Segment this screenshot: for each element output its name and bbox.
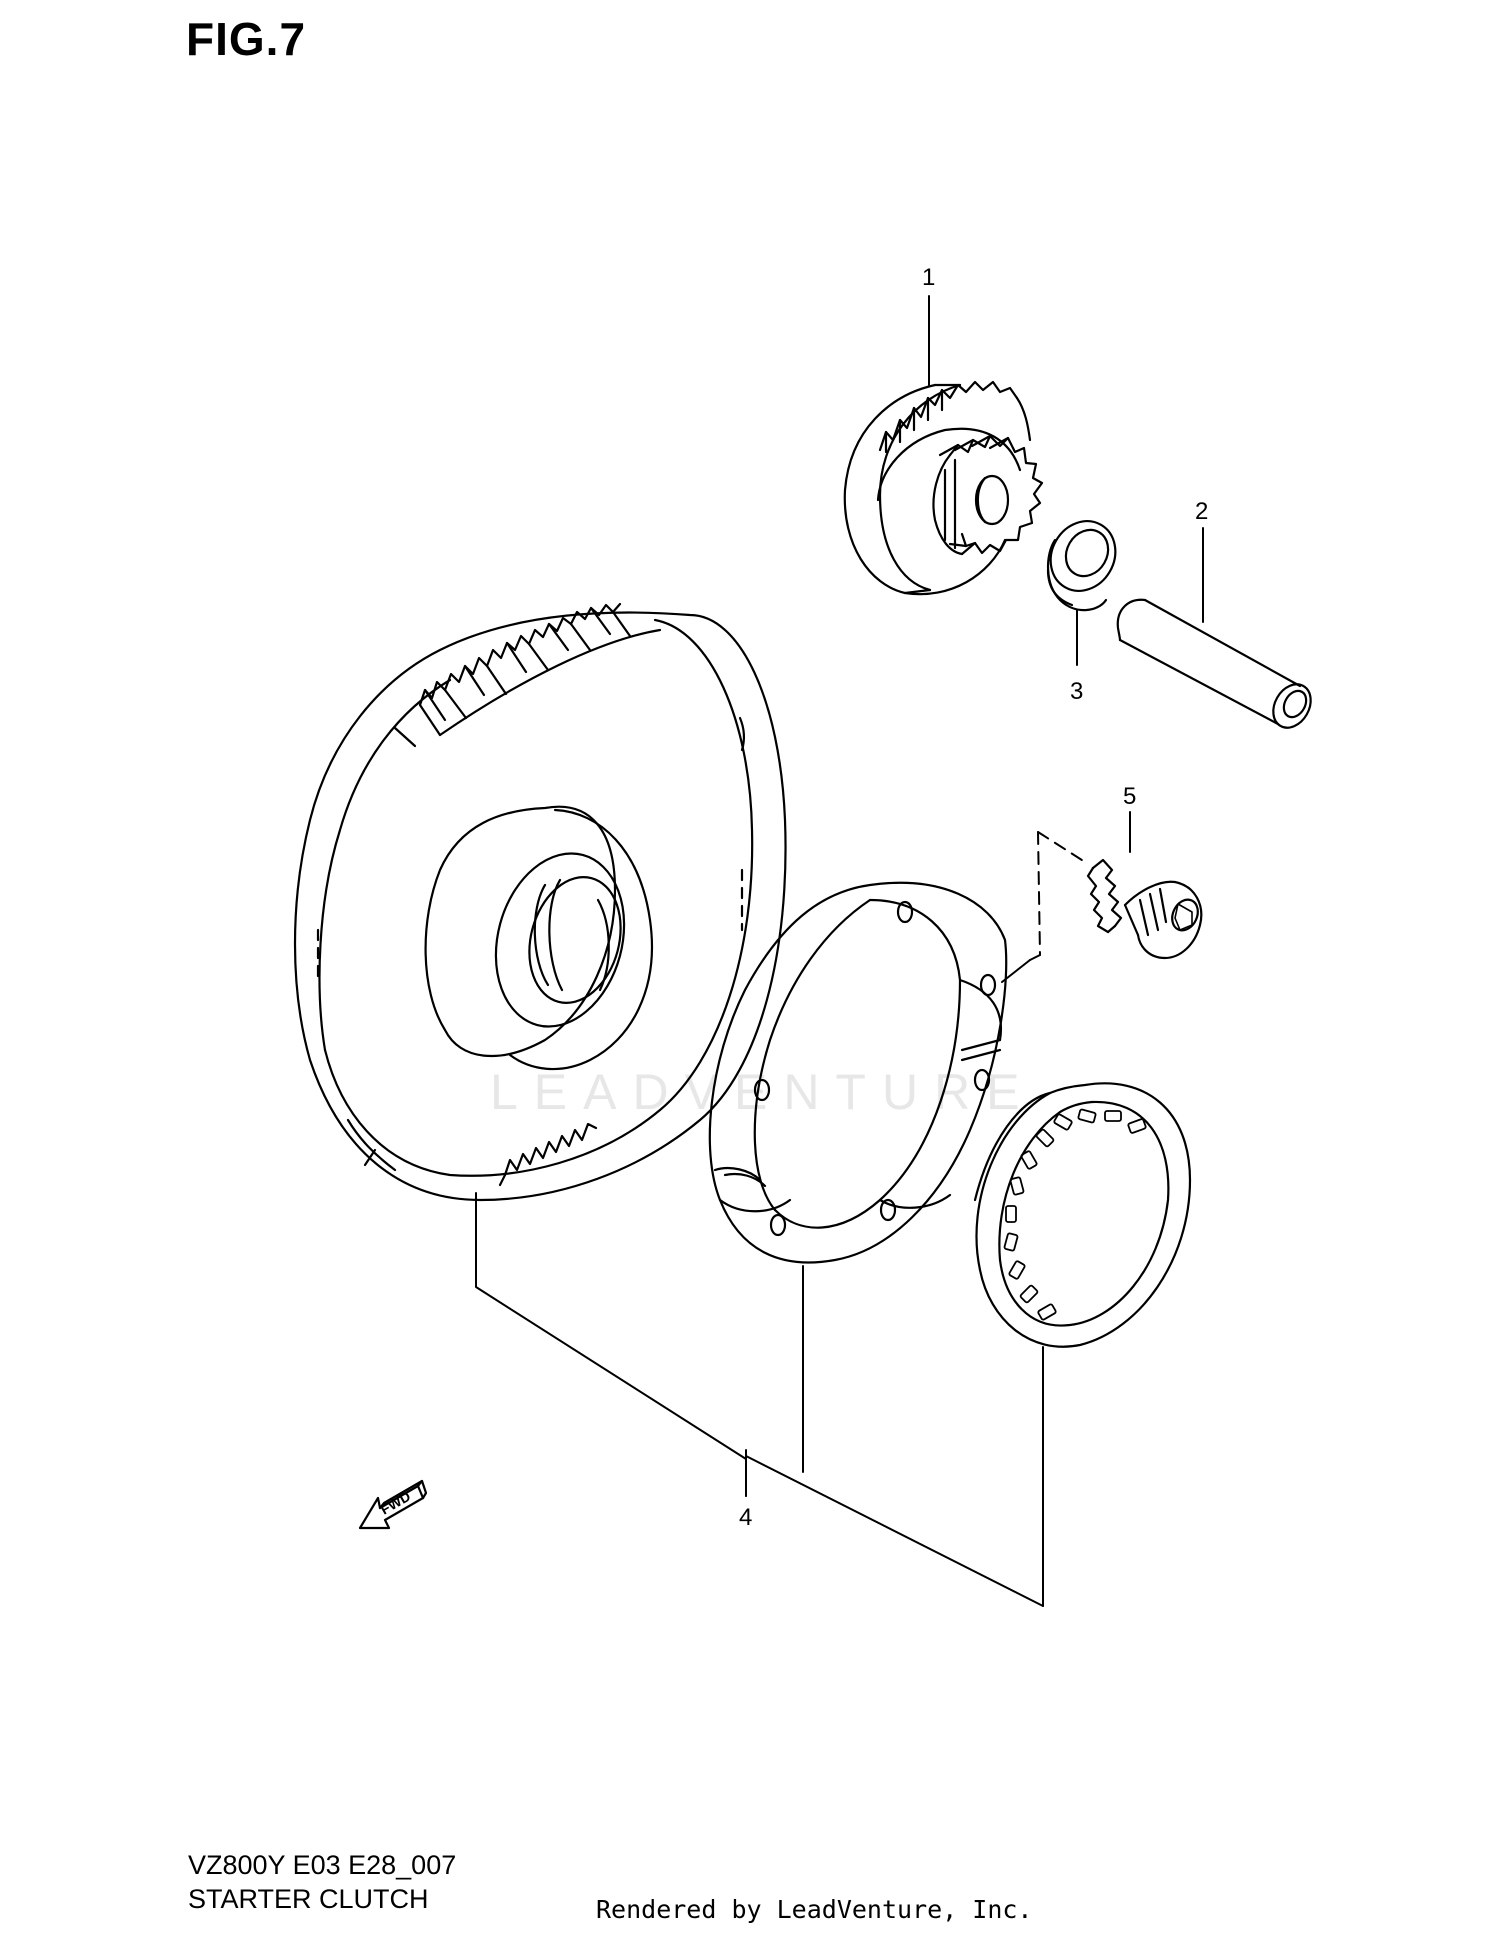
- callout-5: 5: [1123, 783, 1137, 810]
- part-4-starter-driven-gear[interactable]: [293, 602, 787, 1202]
- part-5-bolt[interactable]: [1086, 858, 1203, 960]
- assembly-name: STARTER CLUTCH: [188, 1884, 429, 1914]
- figure-title: FIG.7: [186, 13, 307, 65]
- callout-2: 2: [1195, 498, 1209, 525]
- fwd-arrow-icon: [358, 1479, 428, 1530]
- leader-lines: [475, 295, 1204, 1607]
- part-4-one-way-clutch[interactable]: [973, 1082, 1192, 1348]
- part-1-idle-gear[interactable]: [843, 380, 1044, 596]
- callout-4: 4: [739, 1504, 753, 1531]
- callout-3: 3: [1070, 678, 1084, 705]
- callout-1: 1: [922, 264, 936, 291]
- rendered-by-credit: Rendered by LeadVenture, Inc.: [596, 1895, 1033, 1924]
- diagram-model-code: VZ800Y E03 E28_007: [188, 1850, 457, 1880]
- part-3-bushing[interactable]: [1038, 509, 1128, 612]
- part-2-shaft[interactable]: [1116, 598, 1318, 735]
- part-4-clutch-body[interactable]: [708, 881, 1008, 1264]
